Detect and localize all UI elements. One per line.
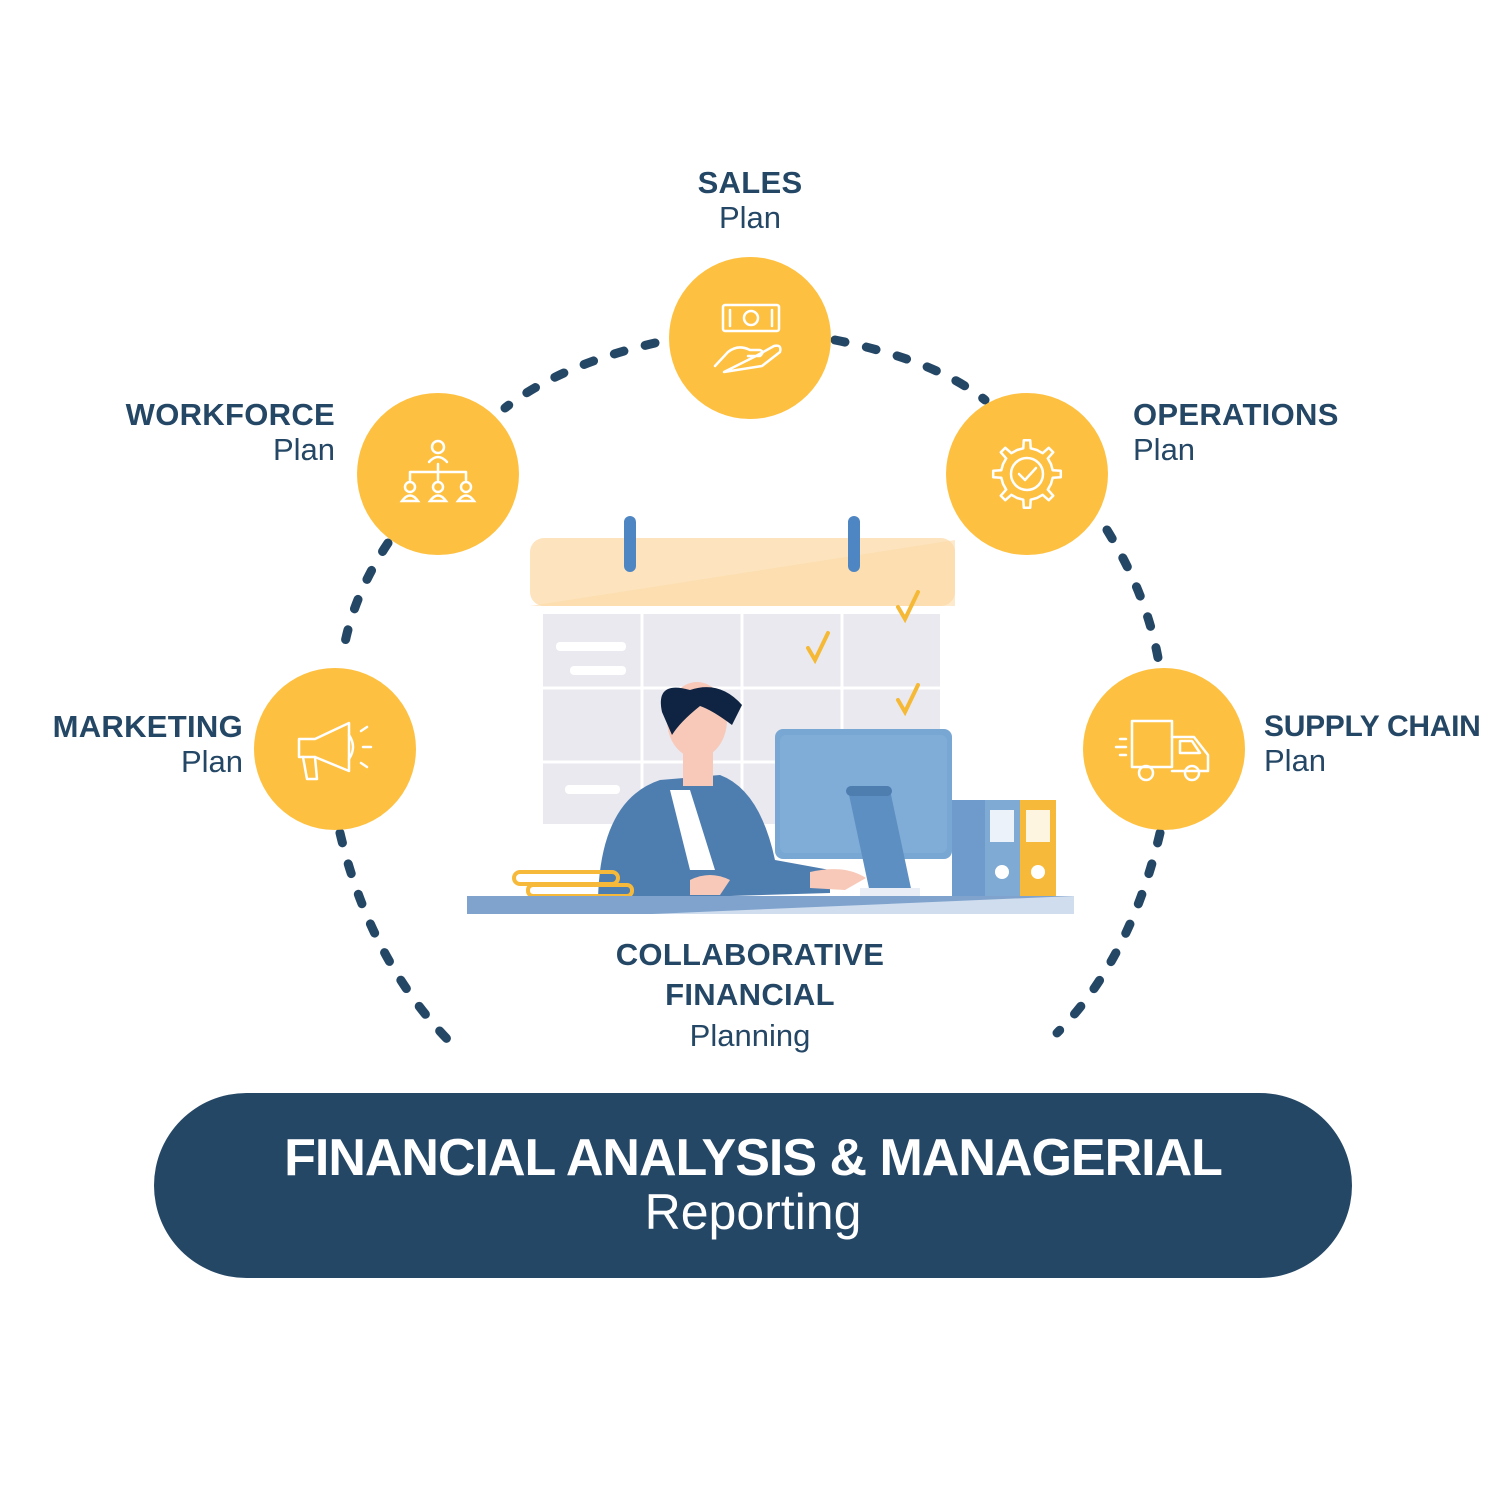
supply-chain-subtitle: Plan (1264, 742, 1327, 778)
center-line-1: COLLABORATIVE (615, 937, 885, 972)
center-line-2: FINANCIAL (665, 977, 835, 1013)
reporting-banner: FINANCIAL ANALYSIS & MANAGERIAL Reportin… (154, 1093, 1352, 1278)
operations-plan-label: OPERATIONS Plan (1133, 397, 1463, 467)
dotted-arc-segment (337, 538, 393, 665)
supply-chain-plan-label: SUPPLY CHAIN Plan (1264, 710, 1500, 778)
sales-plan-node (669, 257, 831, 419)
operations-plan-node (946, 393, 1108, 555)
marketing-plan-node (254, 668, 416, 830)
dotted-arc-segment (830, 335, 990, 405)
collaborative-financial-planning-label: COLLABORATIVE FINANCIAL Planning (550, 935, 950, 1056)
workforce-title: WORKFORCE (125, 397, 335, 432)
marketing-title: MARKETING (52, 709, 243, 744)
sales-title: SALES (697, 165, 803, 200)
delivery-truck-icon (1114, 719, 1210, 782)
dotted-arc-segment (500, 338, 660, 413)
center-line-3: Planning (689, 1017, 811, 1053)
dotted-arc-segment (335, 828, 455, 1047)
money-hand-icon (713, 303, 782, 374)
dotted-arc-segment (1102, 525, 1165, 675)
banner-subtitle: Reporting (644, 1184, 862, 1241)
marketing-plan-label: MARKETING Plan (0, 709, 243, 779)
banner-title: FINANCIAL ANALYSIS & MANAGERIAL (284, 1128, 1223, 1187)
person-at-computer-illustration (467, 516, 1074, 914)
sales-plan-label: SALES Plan (600, 165, 900, 235)
megaphone-icon (297, 721, 373, 781)
gear-check-icon (991, 438, 1063, 510)
dotted-arc-segment (1052, 828, 1165, 1038)
workforce-plan-label: WORKFORCE Plan (35, 397, 335, 467)
operations-subtitle: Plan (1133, 431, 1196, 467)
supply-chain-plan-node (1083, 668, 1245, 830)
org-chart-icon (399, 439, 477, 503)
marketing-subtitle: Plan (180, 743, 243, 779)
sales-subtitle: Plan (718, 199, 782, 235)
workforce-subtitle: Plan (272, 431, 335, 467)
supply-chain-title: SUPPLY CHAIN (1264, 710, 1481, 743)
operations-title: OPERATIONS (1133, 397, 1339, 432)
dotted-connector-arc (335, 335, 1165, 1047)
